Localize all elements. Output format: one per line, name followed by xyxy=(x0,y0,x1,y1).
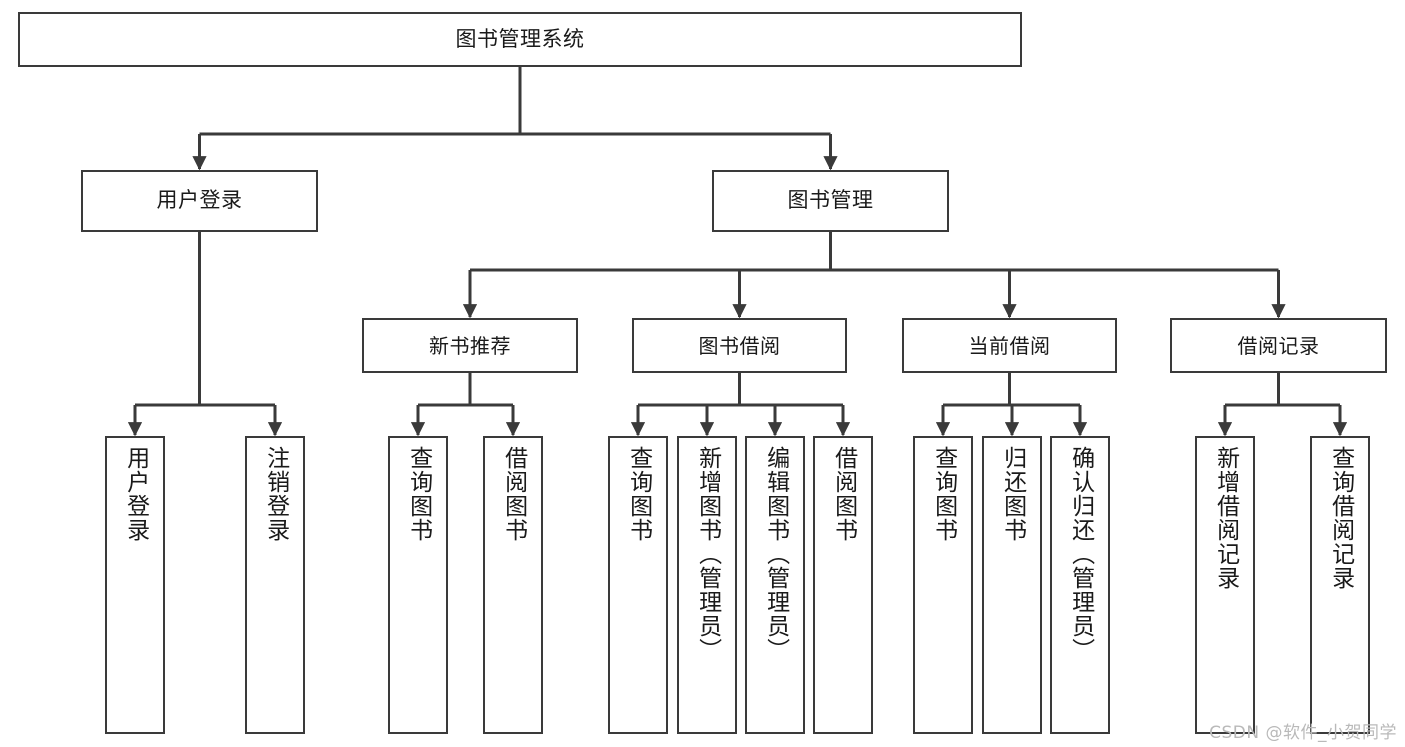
node-leaf-user-logout[interactable]: 注销登录 xyxy=(245,436,305,734)
node-root[interactable]: 图书管理系统 xyxy=(18,12,1022,67)
node-label: 用户登录 xyxy=(156,188,243,213)
node-leaf-bw-borrow[interactable]: 借阅图书 xyxy=(813,436,873,734)
node-leaf-bw-edit[interactable]: 编辑图书（管理员） xyxy=(745,436,805,734)
node-leaf-cur-confirm[interactable]: 确认归还（管理员） xyxy=(1050,436,1110,734)
node-label: 用户登录 xyxy=(122,446,149,542)
node-label: 查询图书 xyxy=(930,446,957,542)
node-login[interactable]: 用户登录 xyxy=(81,170,318,232)
node-label: 确认归还（管理员） xyxy=(1067,446,1094,662)
node-newbooks[interactable]: 新书推荐 xyxy=(362,318,578,373)
node-leaf-bw-add[interactable]: 新增图书（管理员） xyxy=(677,436,737,734)
node-label: 归还图书 xyxy=(999,446,1026,542)
node-leaf-cur-return[interactable]: 归还图书 xyxy=(982,436,1042,734)
node-label: 图书借阅 xyxy=(698,333,781,358)
node-label: 查询图书 xyxy=(625,446,652,542)
node-label: 借阅图书 xyxy=(500,446,527,542)
node-leaf-rec-query[interactable]: 查询借阅记录 xyxy=(1310,436,1370,734)
node-label: 查询借阅记录 xyxy=(1327,446,1354,590)
node-label: 新增借阅记录 xyxy=(1212,446,1239,590)
node-leaf-nb-borrow[interactable]: 借阅图书 xyxy=(483,436,543,734)
node-borrow[interactable]: 图书借阅 xyxy=(632,318,847,373)
node-label: 图书管理 xyxy=(787,188,874,213)
node-label: 当前借阅 xyxy=(968,333,1051,358)
node-current[interactable]: 当前借阅 xyxy=(902,318,1117,373)
node-label: 借阅记录 xyxy=(1237,333,1320,358)
node-label: 注销登录 xyxy=(262,446,289,542)
node-label: 查询图书 xyxy=(405,446,432,542)
node-leaf-bw-query[interactable]: 查询图书 xyxy=(608,436,668,734)
node-leaf-nb-query[interactable]: 查询图书 xyxy=(388,436,448,734)
node-label: 借阅图书 xyxy=(830,446,857,542)
node-label: 新书推荐 xyxy=(429,333,511,358)
node-leaf-user-login[interactable]: 用户登录 xyxy=(105,436,165,734)
node-leaf-rec-add[interactable]: 新增借阅记录 xyxy=(1195,436,1255,734)
node-label: 图书管理系统 xyxy=(455,26,585,51)
node-records[interactable]: 借阅记录 xyxy=(1170,318,1387,373)
node-bookmgmt[interactable]: 图书管理 xyxy=(712,170,949,232)
node-leaf-cur-query[interactable]: 查询图书 xyxy=(913,436,973,734)
node-label: 新增图书（管理员） xyxy=(694,446,721,662)
node-label: 编辑图书（管理员） xyxy=(762,446,789,662)
